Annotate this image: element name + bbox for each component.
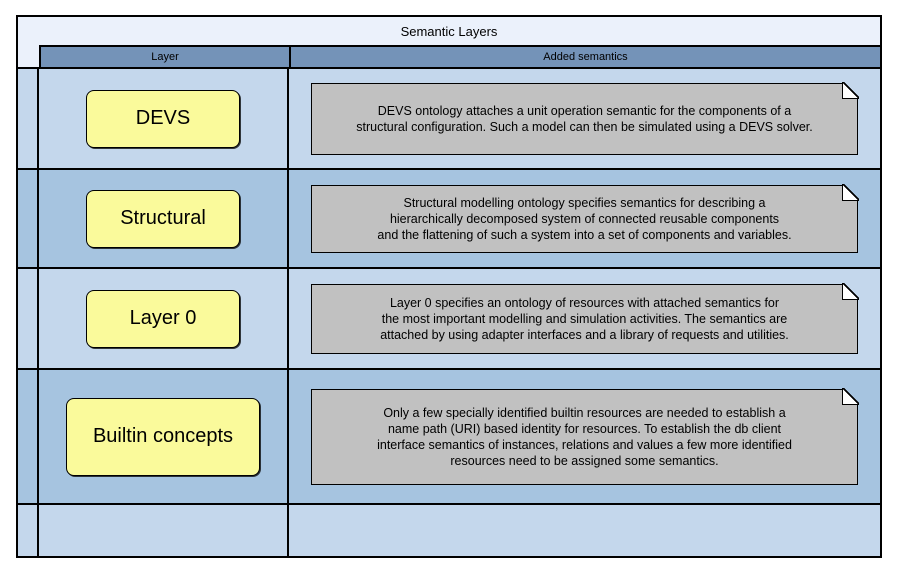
row-structural: Structural Structural modelling ontology… <box>18 170 880 269</box>
row-margin-cell <box>18 370 39 503</box>
table-title: Semantic Layers <box>18 17 880 45</box>
layer-box-structural: Structural <box>86 189 240 248</box>
note-text: Layer 0 specifies an ontology of resourc… <box>380 295 789 342</box>
layer-box-builtin-concepts: Builtin concepts <box>66 397 260 476</box>
note-folded-corner-icon <box>842 387 859 405</box>
column-header-layer: Layer <box>39 45 289 67</box>
layer-box-label: Layer 0 <box>129 307 197 329</box>
layer-box-layer-0: Layer 0 <box>86 289 240 348</box>
note-devs: DEVS ontology attaches a unit operation … <box>311 81 859 155</box>
note-text: Only a few specially identified builtin … <box>377 405 792 468</box>
layer-box-devs: DEVS <box>86 89 240 148</box>
row-empty <box>18 505 880 556</box>
semantics-cell-empty <box>289 505 880 556</box>
layer-cell-structural: Structural <box>39 170 289 267</box>
row-margin-cell <box>18 505 39 556</box>
semantics-cell-layer-0: Layer 0 specifies an ontology of resourc… <box>289 269 880 368</box>
note-builtin-concepts: Only a few specially identified builtin … <box>311 387 859 485</box>
layer-box-label: Builtin concepts <box>92 425 234 447</box>
row-margin-cell <box>18 170 39 267</box>
column-header-added-semantics: Added semantics <box>289 45 880 67</box>
header-row: Layer Added semantics <box>18 45 880 69</box>
layer-box-label: DEVS <box>135 107 191 129</box>
note-folded-corner-icon <box>842 282 859 300</box>
row-margin-cell <box>18 269 39 368</box>
semantic-layers-table: Semantic Layers Layer Added semantics DE… <box>16 15 882 558</box>
semantics-cell-structural: Structural modelling ontology specifies … <box>289 170 880 267</box>
semantics-cell-devs: DEVS ontology attaches a unit operation … <box>289 69 880 168</box>
note-layer-0: Layer 0 specifies an ontology of resourc… <box>311 282 859 354</box>
layer-cell-empty <box>39 505 289 556</box>
note-folded-corner-icon <box>842 81 859 99</box>
row-builtin-concepts: Builtin concepts Only a few specially id… <box>18 370 880 505</box>
note-structural: Structural modelling ontology specifies … <box>311 183 859 253</box>
row-devs: DEVS DEVS ontology attaches a unit opera… <box>18 69 880 170</box>
layer-cell-layer-0: Layer 0 <box>39 269 289 368</box>
layer-cell-devs: DEVS <box>39 69 289 168</box>
semantics-cell-builtin-concepts: Only a few specially identified builtin … <box>289 370 880 503</box>
layer-cell-builtin-concepts: Builtin concepts <box>39 370 289 503</box>
row-margin-cell <box>18 69 39 168</box>
layer-box-label: Structural <box>120 207 206 229</box>
note-folded-corner-icon <box>842 183 859 201</box>
header-margin-spacer <box>18 45 39 67</box>
note-text: DEVS ontology attaches a unit operation … <box>356 103 813 134</box>
row-layer-0: Layer 0 Layer 0 specifies an ontology of… <box>18 269 880 370</box>
note-text: Structural modelling ontology specifies … <box>377 195 792 242</box>
